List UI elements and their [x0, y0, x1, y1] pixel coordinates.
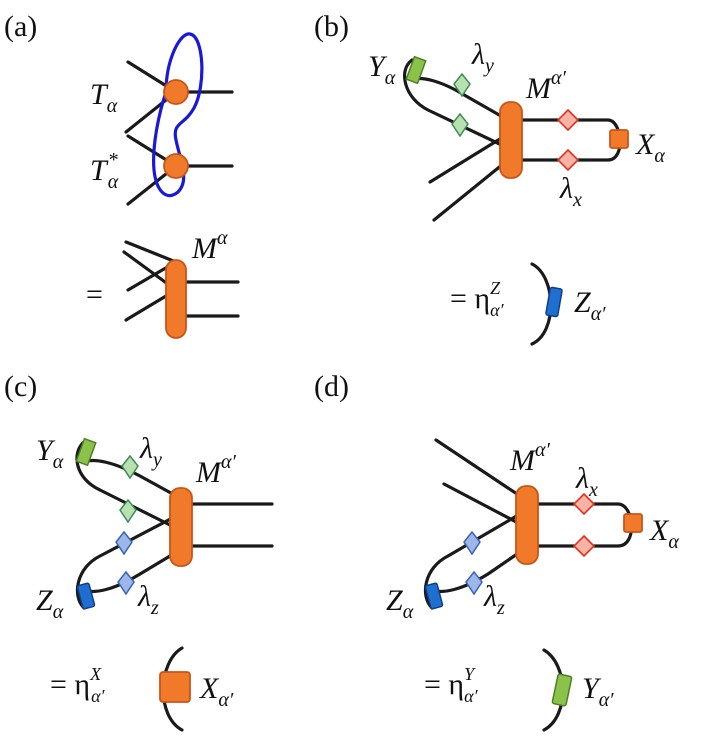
b-x-alpha-node: [609, 129, 629, 149]
panel-b-tag: (b): [314, 10, 349, 43]
c-lambda-y-label: λy: [139, 432, 162, 471]
b-lambda-x-lower: [556, 148, 580, 172]
d-z-alpha-box: [424, 582, 444, 610]
c-lambda-y-upper: [121, 454, 139, 480]
m-alpha-label: Mα: [191, 227, 228, 265]
b-z-box: [545, 286, 563, 318]
c-z-alpha-label: Zα: [36, 584, 64, 623]
b-lambda-y-label: λy: [471, 38, 494, 77]
c-right-legs: [184, 502, 274, 548]
panel-c-tag: (c): [4, 370, 37, 403]
c-x-label: Xα′: [199, 672, 234, 711]
d-lambda-x-upper: [572, 492, 596, 516]
b-lambda-x-upper: [556, 108, 580, 132]
c-x-node: [159, 671, 191, 703]
c-lambda-z-label: λz: [137, 580, 159, 619]
d-lambda-z-label: λz: [483, 580, 505, 619]
panel-d-tag: (d): [314, 370, 349, 403]
d-y-label: Yα′: [582, 672, 614, 711]
panel-a-tag: (a): [4, 10, 37, 43]
d-lambda-x-lower: [572, 534, 596, 558]
d-z-alpha-label: Zα: [386, 584, 414, 623]
d-x-alpha-label: Xα: [649, 514, 679, 553]
t-alpha-label: Tα: [90, 78, 118, 117]
blue-contraction-loop: [152, 32, 204, 198]
m-alpha-node: [165, 259, 187, 339]
d-m-label: Mα′: [509, 439, 550, 477]
c-z-loop: [75, 512, 182, 610]
b-lambda-x-label: λx: [559, 172, 582, 211]
b-z-label: Zα′: [574, 286, 606, 325]
c-lambda-y-lower: [119, 498, 137, 524]
b-x-alpha-label: Xα: [635, 128, 665, 167]
panel-a-equals: =: [86, 278, 103, 311]
d-y-box: [551, 673, 573, 707]
d-lambda-z-upper: [463, 530, 481, 556]
d-lambda-z-lower: [465, 570, 483, 596]
d-x-alpha-node: [623, 513, 643, 533]
b-m-label: Mα′: [525, 67, 566, 105]
tstar-alpha-node: [163, 153, 189, 179]
c-z-alpha-box: [76, 582, 96, 610]
c-m-label: Mα′: [195, 451, 236, 489]
b-y-alpha-label: Yα: [368, 50, 396, 89]
m-alpha-legs: [122, 240, 178, 322]
b-lambda-y-lower: [451, 112, 469, 138]
c-y-alpha-box: [75, 437, 97, 467]
d-left-legs: [434, 438, 522, 526]
d-m-node: [515, 485, 539, 565]
tstar-alpha-label: T*α: [90, 149, 119, 193]
c-y-alpha-label: Yα: [36, 434, 64, 473]
b-y-alpha-box: [405, 55, 427, 85]
c-m-node: [169, 487, 193, 567]
c-lambda-z-upper: [115, 530, 133, 556]
panel-a: (a) Tα T*α = Mα: [4, 10, 240, 339]
d-lambda-x-label: λx: [575, 462, 598, 501]
b-lambda-y-upper: [453, 72, 471, 98]
b-left-legs: [428, 132, 510, 222]
c-lambda-z-lower: [117, 570, 135, 596]
b-m-node: [499, 101, 523, 179]
t-alpha-node: [163, 79, 189, 105]
